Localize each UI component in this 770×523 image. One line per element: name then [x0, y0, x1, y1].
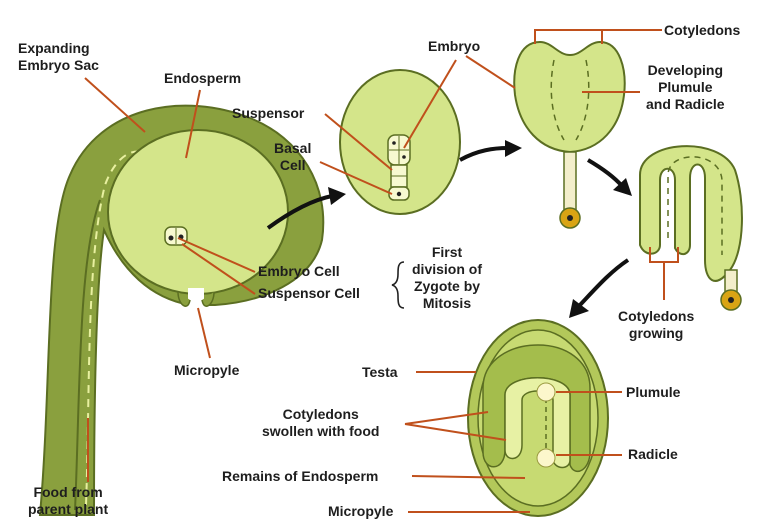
label-testa: Testa	[362, 364, 398, 381]
label-basal-cell: Basal Cell	[274, 140, 311, 174]
arrow-oval-to-heart-head	[505, 140, 522, 157]
heart-suspensor	[564, 152, 576, 210]
heart-basal-nucleus	[567, 215, 573, 221]
bent-embryo-body	[640, 146, 742, 281]
label-micropyle-seed: Micropyle	[328, 503, 393, 520]
leader-embryo-heart	[466, 56, 515, 88]
arrow-bent-to-seed-head	[569, 299, 589, 318]
label-cotyledons-swollen: Cotyledons swollen with food	[262, 406, 379, 440]
seed-plumule	[537, 383, 555, 401]
label-radicle: Radicle	[628, 446, 678, 463]
seed-radicle	[537, 449, 555, 467]
label-developing-plumule-radicle: Developing Plumule and Radicle	[646, 62, 725, 113]
label-micropyle-ovule: Micropyle	[174, 362, 239, 379]
label-cotyledons-growing: Cotyledons growing	[618, 308, 694, 342]
label-suspensor: Suspensor	[232, 105, 304, 122]
arrow-heart-to-bent	[588, 160, 622, 186]
label-cotyledons-top: Cotyledons	[664, 22, 740, 39]
leader-cotyledons-top	[535, 30, 602, 44]
heart-embryo-body	[514, 42, 624, 152]
proembryo-nucleus-1	[392, 141, 396, 145]
ovule-micropyle-opening	[188, 288, 204, 308]
label-expanding-embryo-sac: Expanding Embryo Sac	[18, 40, 99, 74]
embryo-cell-nucleus	[169, 236, 174, 241]
division-brace	[392, 262, 404, 308]
leader-micropyle-ovule	[198, 308, 210, 358]
heart-stage-embryo	[514, 42, 624, 228]
label-suspensor-cell: Suspensor Cell	[258, 285, 360, 302]
bent-basal-nucleus	[728, 297, 734, 303]
label-plumule: Plumule	[626, 384, 680, 401]
label-embryo-cell: Embryo Cell	[258, 263, 340, 280]
label-endosperm: Endosperm	[164, 70, 241, 87]
label-food-from-parent: Food from parent plant	[28, 484, 108, 518]
arrow-oval-to-heart	[460, 148, 508, 160]
arrow-bent-to-seed	[580, 260, 628, 305]
bent-embryo-stage	[640, 146, 742, 310]
mature-seed	[468, 320, 608, 516]
label-first-division: First division of Zygote by Mitosis	[412, 244, 482, 312]
label-embryo: Embryo	[428, 38, 480, 55]
basal-cell-nucleus	[397, 192, 401, 196]
proembryo-nucleus-2	[402, 155, 406, 159]
label-remains-of-endosperm: Remains of Endosperm	[222, 468, 378, 485]
arrow-ovule-to-oval-head	[328, 187, 346, 205]
